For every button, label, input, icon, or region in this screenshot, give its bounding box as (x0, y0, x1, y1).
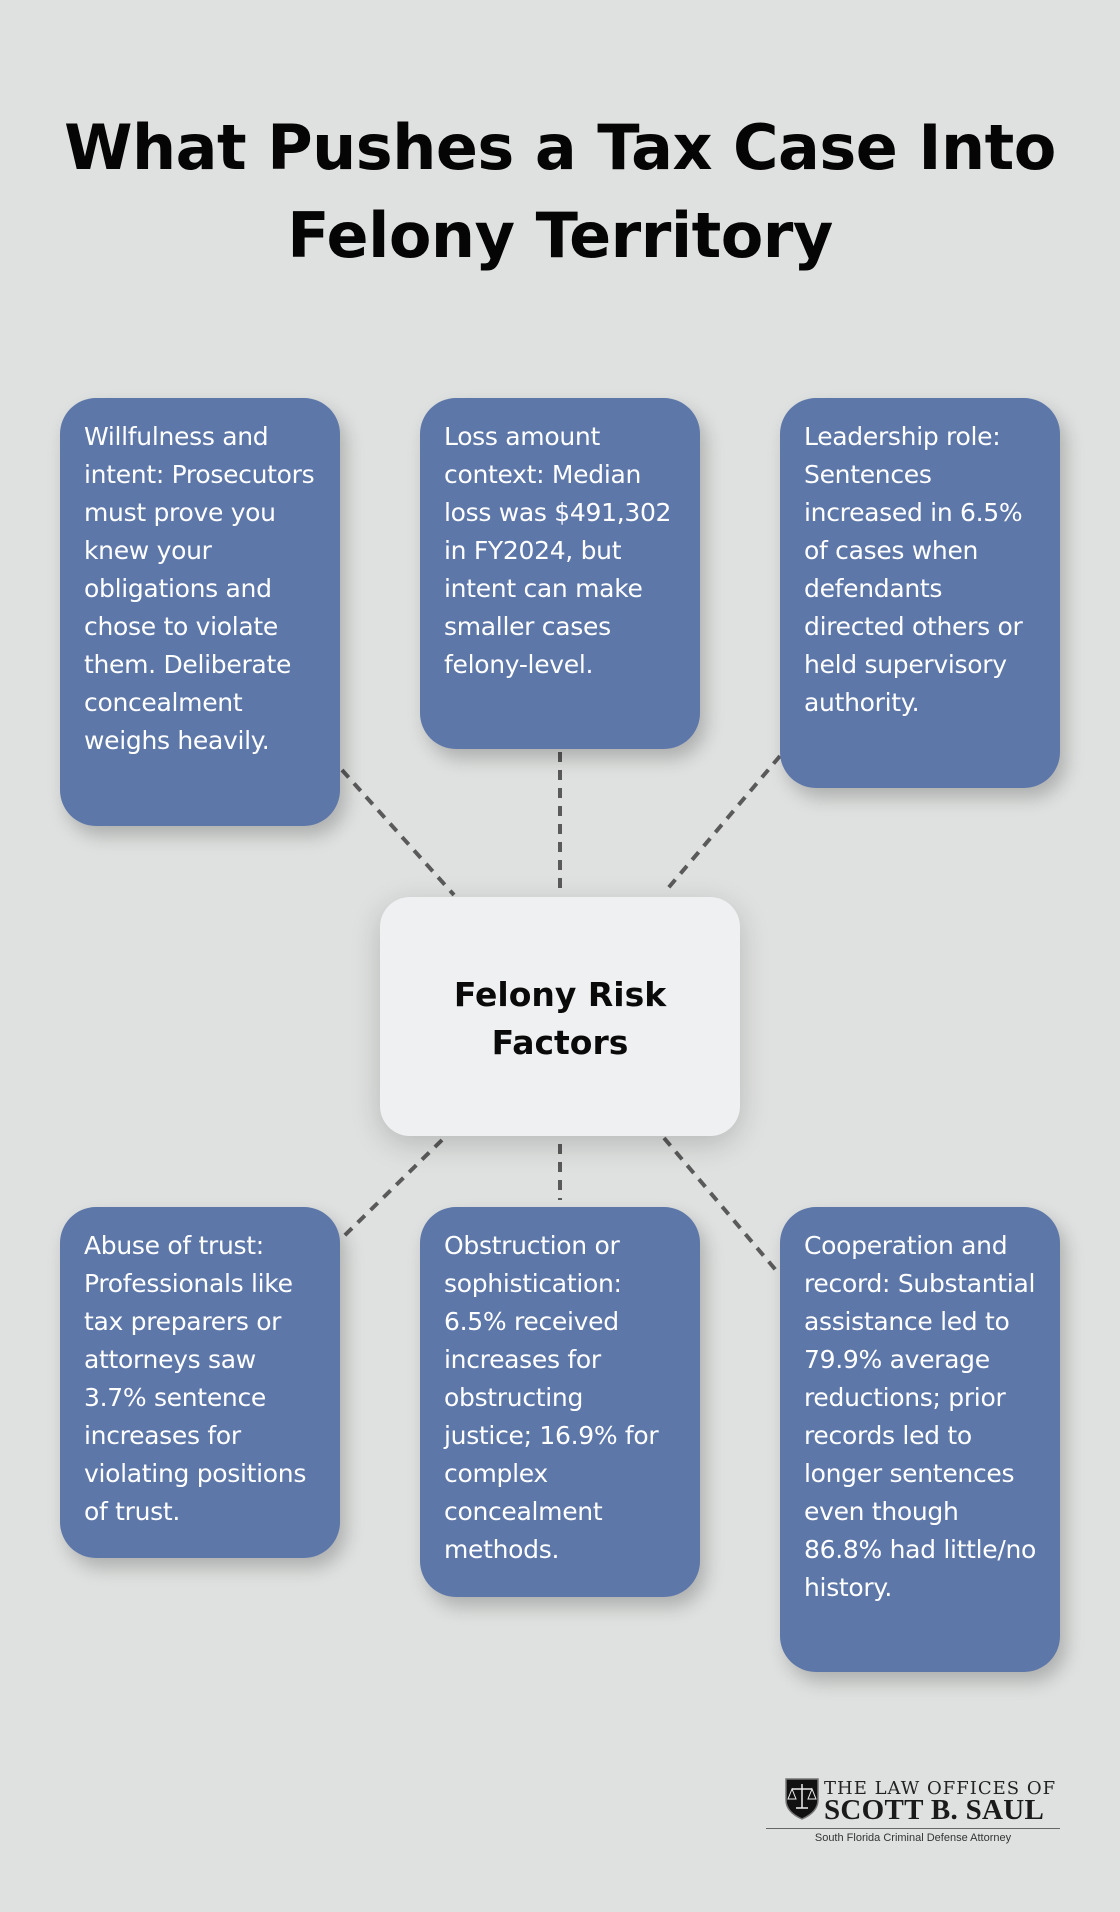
factor-text: Leadership role: Sentences increased in … (804, 422, 1023, 717)
factor-text: Cooperation and record: Substantial assi… (804, 1231, 1037, 1602)
connector-top-left (340, 768, 456, 897)
logo-divider (766, 1828, 1060, 1829)
connector-top-right (662, 754, 782, 895)
factor-text: Obstruction or sophistication: 6.5% rece… (444, 1231, 659, 1564)
logo-firm-name: SCOTT B. SAUL (824, 1794, 1045, 1826)
factor-abuse-of-trust: Abuse of trust: Professionals like tax p… (60, 1207, 340, 1558)
factor-loss-amount: Loss amount context: Median loss was $49… (420, 398, 700, 749)
factor-obstruction: Obstruction or sophistication: 6.5% rece… (420, 1207, 700, 1597)
scales-of-justice-shield-icon (785, 1778, 819, 1820)
factor-text: Willfulness and intent: Prosecutors must… (84, 422, 315, 755)
logo-firm-prefix: THE LAW OFFICES OF (824, 1778, 1057, 1799)
page-title: What Pushes a Tax Case Into Felony Terri… (60, 104, 1060, 280)
factor-text: Abuse of trust: Professionals like tax p… (84, 1231, 307, 1526)
center-hub: Felony Risk Factors (380, 897, 740, 1136)
connector-bottom-right (662, 1136, 782, 1277)
factor-cooperation-record: Cooperation and record: Substantial assi… (780, 1207, 1060, 1672)
factor-text: Loss amount context: Median loss was $49… (444, 422, 672, 679)
law-office-logo: THE LAW OFFICES OF SCOTT B. SAUL South F… (766, 1774, 1060, 1846)
connector-bottom-left (340, 1138, 444, 1240)
title-line-2: Felony Territory (287, 199, 833, 272)
logo-tagline: South Florida Criminal Defense Attorney (814, 1832, 1012, 1844)
title-line-1: What Pushes a Tax Case Into (64, 111, 1056, 184)
center-label: Felony Risk Factors (453, 974, 667, 1062)
factor-willfulness: Willfulness and intent: Prosecutors must… (60, 398, 340, 826)
factor-leadership-role: Leadership role: Sentences increased in … (780, 398, 1060, 788)
